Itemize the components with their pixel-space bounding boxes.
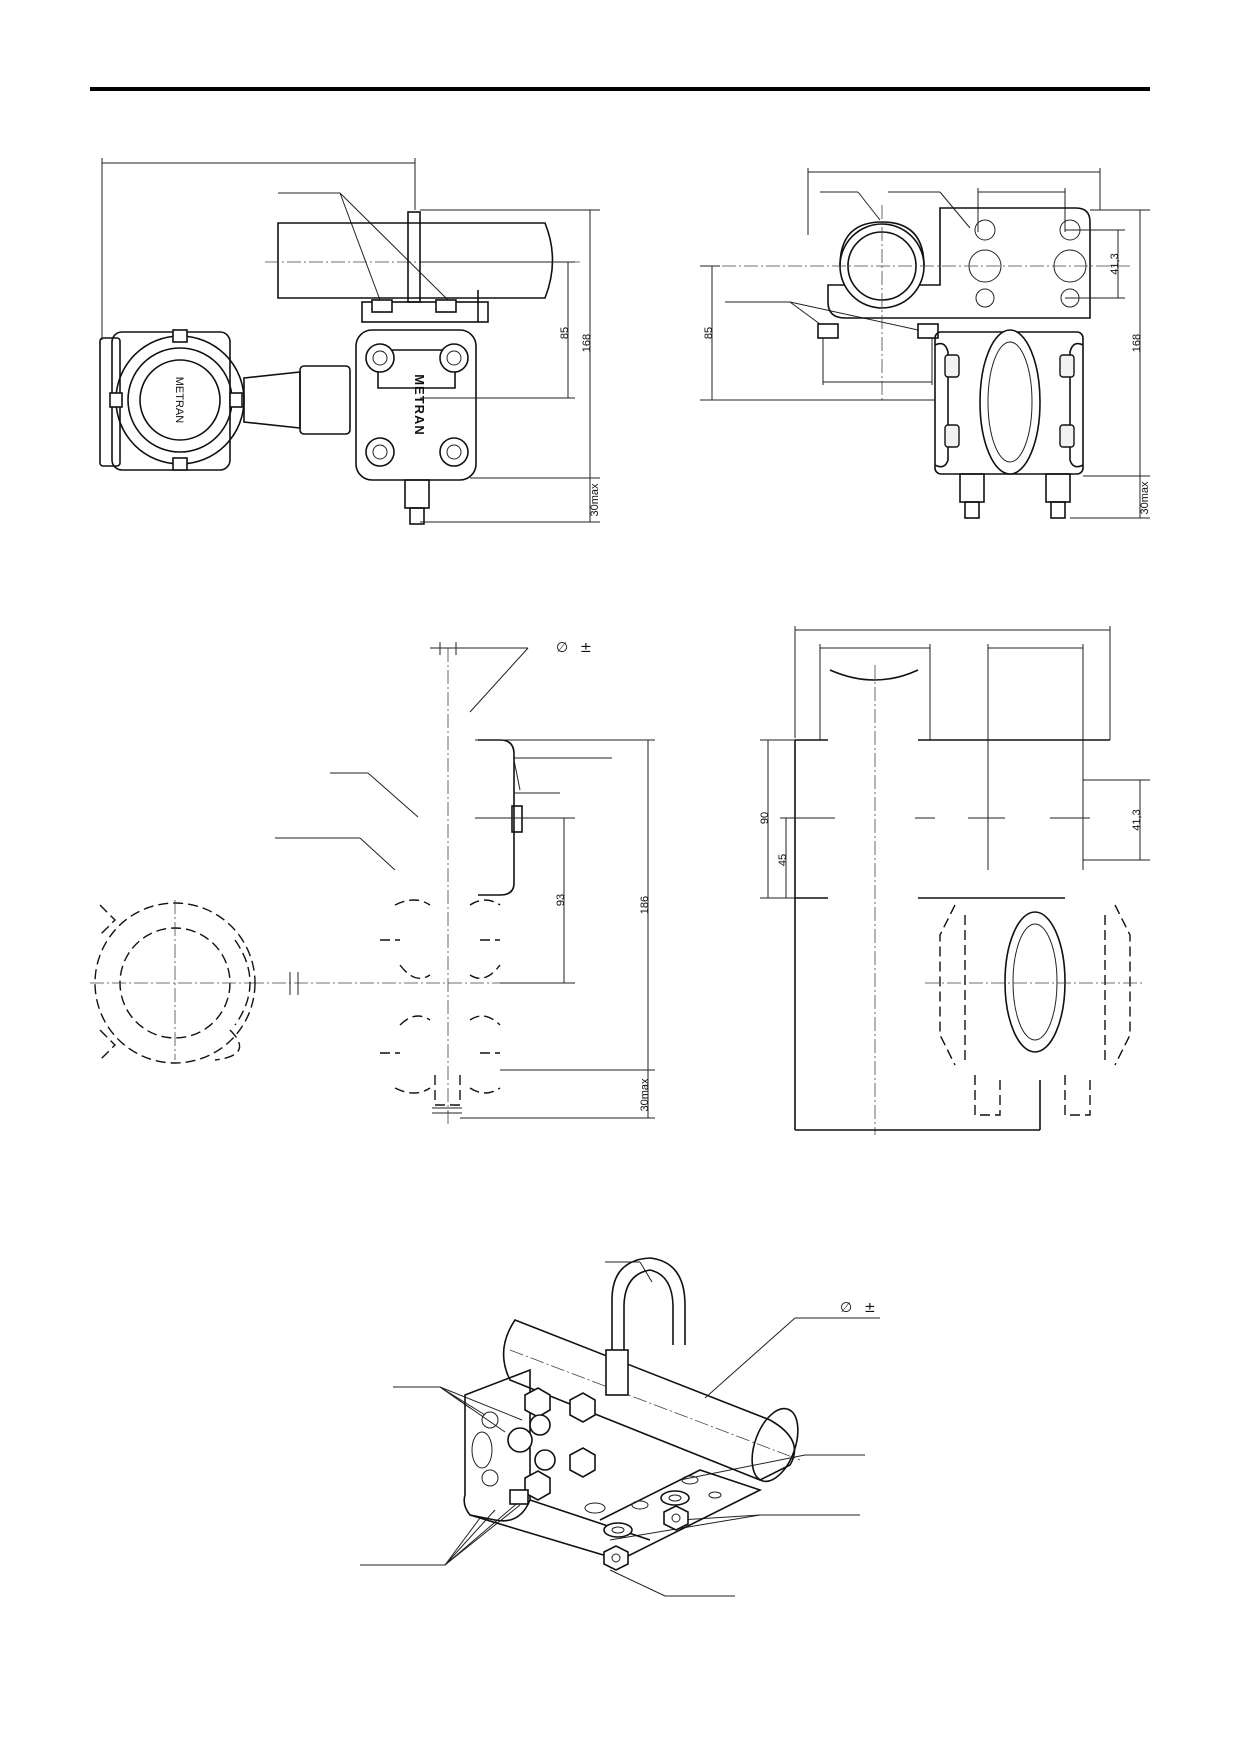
- dim-93: 93: [555, 894, 567, 906]
- view-front-mounted: 85 41,3 168 30max: [700, 168, 1151, 519]
- dim-168-front: 168: [1131, 334, 1143, 352]
- view-isometric-assembly: ∅ ±: [360, 1257, 880, 1597]
- bolt-set: [507, 1387, 596, 1505]
- dim-85-front: 85: [703, 327, 715, 339]
- dim-30max: 30max: [589, 483, 601, 517]
- diameter-symbol: ∅: [556, 640, 568, 656]
- dim-30max-section: 30max: [639, 1078, 651, 1112]
- view-front-section: 90 45 41,3: [759, 626, 1150, 1135]
- view-side-mounted: METRAN METRAN 85 168 30max: [99, 158, 601, 525]
- dim-41-3: 41,3: [1109, 253, 1121, 274]
- dim-90: 90: [759, 812, 771, 824]
- plusminus-symbol-iso: ±: [864, 1300, 876, 1316]
- plusminus-symbol: ±: [580, 640, 592, 656]
- diameter-symbol-iso: ∅: [840, 1300, 852, 1316]
- dim-85: 85: [559, 327, 571, 339]
- dim-168: 168: [581, 334, 593, 352]
- dim-41-3-section: 41,3: [1131, 809, 1143, 830]
- module-brand-label: METRAN: [412, 374, 427, 436]
- dim-30max-front: 30max: [1139, 481, 1151, 515]
- dim-45: 45: [777, 854, 789, 866]
- housing-brand-label: METRAN: [173, 377, 185, 424]
- dim-186: 186: [639, 896, 651, 914]
- view-side-section: ∅ ±: [90, 640, 655, 1125]
